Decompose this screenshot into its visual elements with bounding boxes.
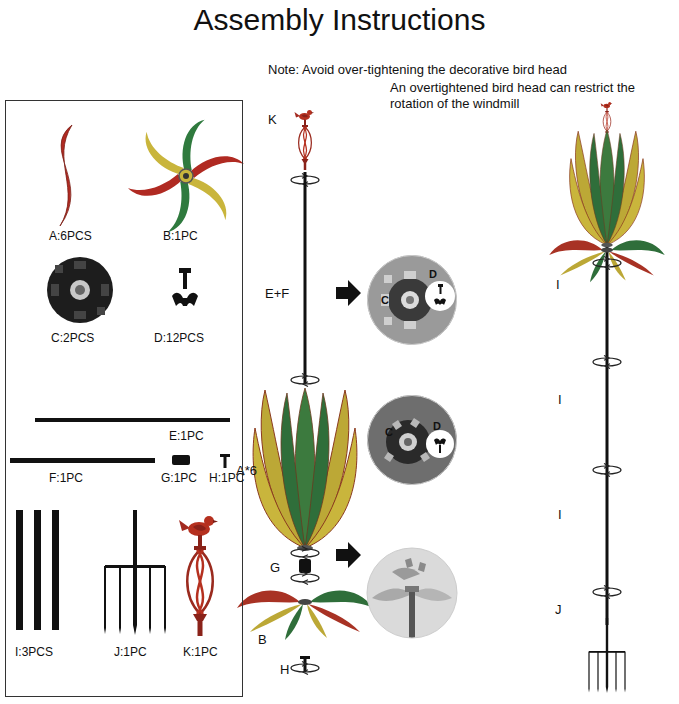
detail-inset: CD xyxy=(367,395,457,485)
rotation-mark xyxy=(291,374,319,387)
part-f-rod xyxy=(10,458,155,463)
part-letter: G xyxy=(270,560,280,576)
part-k-bird xyxy=(179,516,218,636)
part-count: C:2PCS xyxy=(51,331,94,345)
part-count: D:12PCS xyxy=(154,331,204,345)
part-count: E:1PC xyxy=(169,429,204,443)
part-letter: C xyxy=(385,425,393,439)
part-count: G:1PC xyxy=(161,471,197,485)
inset-outline xyxy=(367,255,457,345)
assembly-tulip xyxy=(253,388,357,551)
part-a-blade xyxy=(60,125,72,226)
assembled-tulip xyxy=(570,130,645,247)
inset-outline xyxy=(367,395,457,485)
assembled-flower xyxy=(549,240,665,282)
part-count: I:3PCS xyxy=(15,645,53,659)
part-e-rod xyxy=(35,418,230,422)
part-letter: K xyxy=(268,112,277,128)
part-count: K:1PC xyxy=(183,645,218,659)
part-j-stake xyxy=(104,510,166,635)
page-title: Assembly Instructions xyxy=(0,3,679,37)
assembled-stake xyxy=(588,618,625,693)
assembly-sleeve xyxy=(299,559,311,573)
rotation-mark xyxy=(593,586,621,599)
part-letter: B xyxy=(258,632,267,648)
part-letter: I xyxy=(556,277,560,293)
part-letter: J xyxy=(555,602,562,618)
part-letter: C xyxy=(381,293,389,307)
inset-hub-bottom xyxy=(367,395,457,485)
detail-inset: CD xyxy=(367,255,457,345)
part-count: F:1PC xyxy=(49,471,83,485)
rotation-mark xyxy=(291,662,319,675)
part-letter: I xyxy=(558,392,562,408)
block-arrow xyxy=(336,542,361,568)
assembled-pole xyxy=(606,240,609,625)
part-count: H:1PC xyxy=(209,471,244,485)
part-b-pinwheel xyxy=(128,116,244,236)
rotation-mark xyxy=(593,257,621,270)
inset-outline xyxy=(367,548,457,638)
part-d-bolt xyxy=(172,268,198,306)
note-text: An overtightened bird head can restrict … xyxy=(390,80,652,112)
part-letter: H xyxy=(280,662,289,678)
part-g-sleeve xyxy=(172,455,190,465)
inset-hub-top xyxy=(367,255,457,345)
inset-outline xyxy=(368,396,457,485)
inset-outline xyxy=(368,256,457,345)
inset-flower-mount xyxy=(367,548,457,640)
rotation-mark xyxy=(291,547,319,560)
assembly-rod xyxy=(304,172,307,384)
part-count: A:6PCS xyxy=(49,229,92,243)
rotation-mark xyxy=(291,572,319,585)
part-letter: D xyxy=(433,419,441,433)
part-count: J:1PC xyxy=(114,645,147,659)
note-text: Note: Avoid over-tightening the decorati… xyxy=(268,62,567,78)
part-count: B:1PC xyxy=(163,229,198,243)
part-letter: E+F xyxy=(265,286,289,302)
part-h-cap xyxy=(220,454,230,468)
block-arrow xyxy=(336,280,361,306)
part-letter: I xyxy=(558,507,562,523)
part-c-hub xyxy=(47,257,113,323)
rotation-mark xyxy=(593,356,621,369)
rotation-mark xyxy=(593,464,621,477)
assembly-flower xyxy=(237,591,373,640)
part-letter: D xyxy=(429,267,437,281)
part-i-rods xyxy=(16,510,59,630)
assembly-bird xyxy=(295,110,315,170)
parts-list-box: A:6PCS B:1PC C:2PCS D:12PCS E:1PC F:1PC G:1PC H… xyxy=(5,100,243,697)
